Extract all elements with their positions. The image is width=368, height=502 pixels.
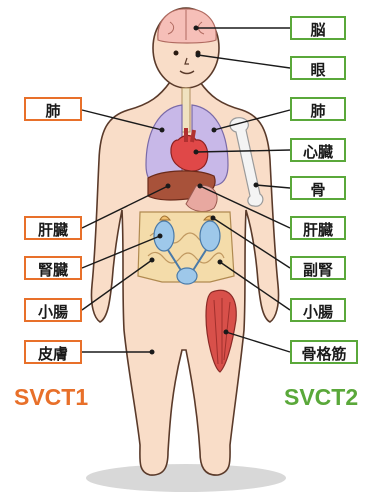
kidney-right [200,221,220,251]
bladder [177,268,197,284]
eye-left [174,51,179,56]
label-brain-right: 脳 [290,16,346,40]
label-kidney-left: 腎臓 [24,256,82,280]
label-bone-right: 骨 [290,176,346,200]
group-title-svct1: SVCT1 [14,384,88,411]
kidney-left [154,221,174,251]
label-liver-left: 肝臓 [24,216,82,240]
ground-shadow [86,464,286,492]
label-intestine-right: 小腸 [290,298,346,322]
group-title-svct2: SVCT2 [284,384,358,411]
label-adrenal-right: 副腎 [290,256,346,280]
brain [158,9,216,43]
trachea [182,88,190,132]
label-muscle-right: 骨格筋 [290,340,358,364]
label-liver-right: 肝臓 [290,216,346,240]
label-lung-left: 肺 [24,97,82,121]
label-lung-right: 肺 [290,97,346,121]
label-intestine-left: 小腸 [24,298,82,322]
label-skin-left: 皮膚 [24,340,82,364]
label-heart-right: 心臓 [290,138,346,162]
label-eye-right: 眼 [290,56,346,80]
